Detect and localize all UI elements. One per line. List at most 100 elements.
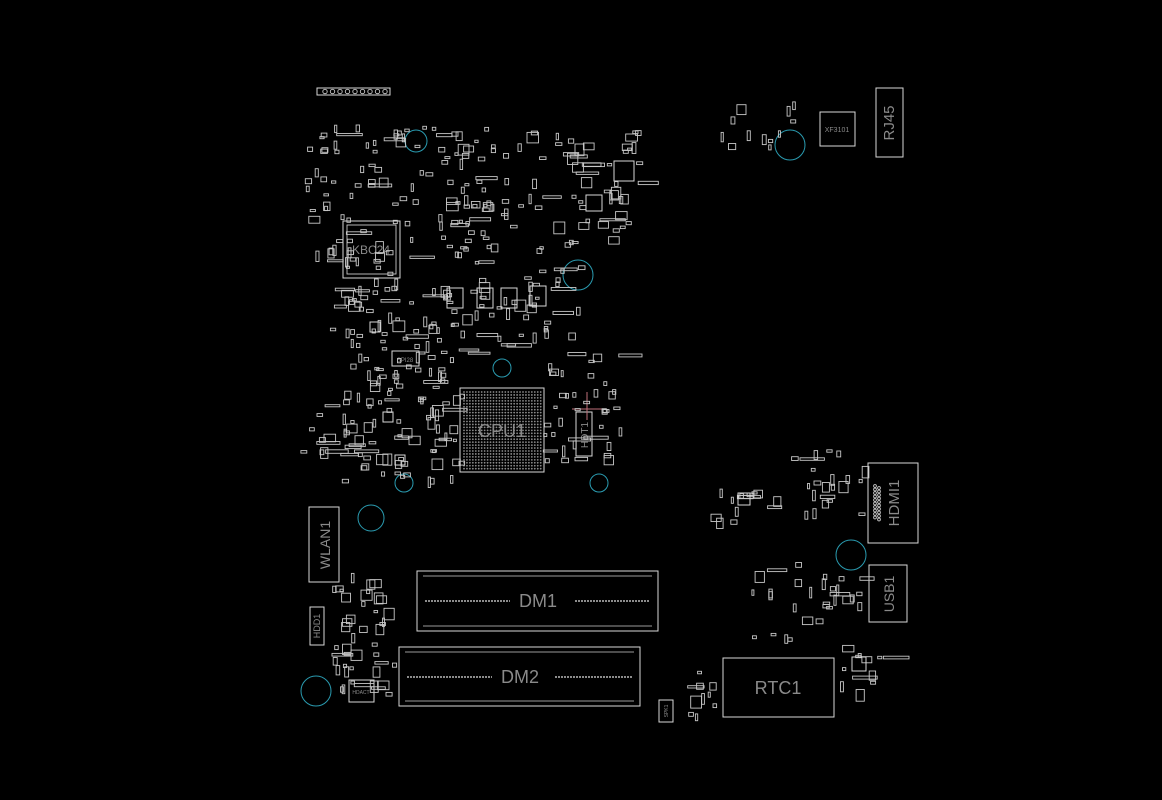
smd-component [572, 392, 577, 398]
smd-component [429, 323, 434, 330]
smd-component [464, 183, 470, 187]
smd-component [450, 475, 454, 484]
smd-component [349, 257, 357, 262]
smd-component [409, 301, 414, 305]
smd-component [736, 104, 747, 116]
rtc-battery: RTC1 [722, 657, 835, 718]
smd-component [807, 483, 811, 490]
smd-component [397, 358, 402, 364]
smd-component [558, 417, 563, 427]
smd-component [432, 385, 440, 389]
smd-component [606, 441, 612, 451]
smd-component [341, 684, 346, 695]
smd-component [355, 257, 359, 267]
smd-component [574, 408, 581, 412]
smd-component [567, 138, 575, 144]
speaker-connector: SPK1 [658, 699, 674, 723]
smd-component [449, 425, 459, 435]
smd-component [836, 450, 842, 458]
smd-component [791, 456, 799, 461]
smd-component [618, 427, 623, 437]
smd-component [410, 183, 414, 192]
smd-component [426, 414, 432, 421]
smd-component [697, 670, 702, 675]
smd-component [335, 665, 341, 676]
smd-component [372, 418, 377, 428]
smd-component [539, 156, 547, 160]
smd-component [359, 625, 368, 633]
smd-component [483, 203, 488, 208]
smd-component [710, 513, 722, 522]
smd-component [354, 449, 380, 454]
smd-component [500, 213, 509, 217]
smd-component [422, 125, 427, 130]
dm2-label: DM2 [501, 667, 539, 687]
smd-component [319, 136, 325, 140]
smd-component [868, 670, 877, 681]
ic-package [446, 287, 464, 309]
smd-component [399, 196, 408, 202]
smd-component [334, 124, 338, 134]
smd-component [694, 713, 699, 722]
smd-component [342, 643, 352, 655]
smd-component [568, 332, 576, 341]
smd-component [351, 633, 356, 644]
smd-component [377, 319, 382, 332]
smd-component [523, 314, 530, 321]
smd-component [597, 221, 609, 229]
smd-component [375, 595, 388, 604]
smd-component [720, 131, 724, 143]
smd-component [608, 391, 616, 400]
smd-component [447, 179, 454, 186]
smd-component [400, 474, 406, 479]
smd-component [842, 644, 855, 653]
smd-component [392, 202, 399, 206]
smd-component [773, 496, 782, 507]
smd-component [438, 367, 446, 372]
smd-component [460, 246, 468, 250]
smd-component [459, 393, 465, 400]
smd-component [387, 271, 394, 276]
smd-component [392, 373, 400, 379]
smd-component [346, 238, 353, 244]
smd-component [350, 363, 357, 370]
smd-component [360, 589, 373, 601]
smd-component [484, 126, 490, 132]
hdact-label: HDACT [352, 690, 369, 696]
smd-component [457, 252, 462, 259]
smd-component [469, 217, 492, 222]
smd-component [768, 588, 773, 601]
smd-component [327, 248, 335, 259]
smd-component [524, 276, 532, 280]
smd-component [419, 396, 427, 401]
smd-component [404, 220, 411, 227]
smd-component [462, 314, 473, 326]
smd-component [392, 662, 398, 668]
smd-component [794, 579, 803, 588]
smd-component [467, 351, 491, 355]
smd-component [305, 185, 310, 193]
smd-component [709, 682, 717, 691]
smd-component [314, 168, 319, 178]
smd-component [376, 368, 384, 372]
smd-component [446, 201, 459, 212]
smd-component [460, 186, 465, 194]
smd-component [777, 130, 781, 138]
smd-component [323, 201, 331, 211]
smd-component [810, 467, 816, 472]
smd-component [374, 166, 383, 173]
smd-component [536, 248, 543, 254]
smd-component [458, 348, 480, 352]
smd-component [323, 193, 329, 197]
wlan-label: WLAN1 [317, 521, 333, 569]
smd-component [363, 357, 369, 362]
smd-component [560, 370, 564, 378]
smd-component [340, 214, 345, 221]
smd-component [342, 413, 346, 426]
smd-component [371, 686, 386, 690]
smd-component [365, 142, 370, 149]
smd-component [528, 281, 533, 292]
smd-component [336, 133, 363, 137]
smd-component [371, 328, 376, 334]
smd-component [328, 247, 334, 256]
